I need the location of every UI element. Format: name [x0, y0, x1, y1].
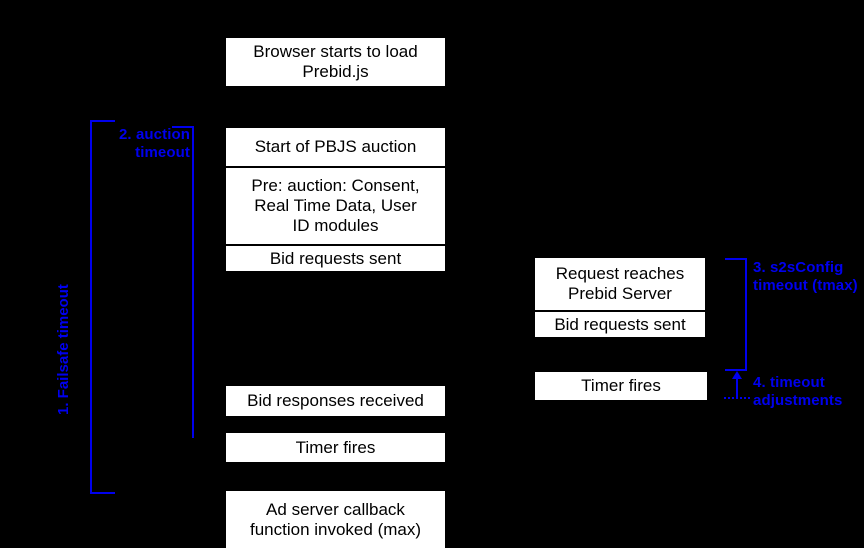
box-bid-requests-sent: Bid requests sent: [226, 244, 445, 271]
auction-bracket-top-tick: [172, 126, 194, 128]
label-timeout-adjustments: 4. timeout adjustments: [753, 374, 843, 409]
box-browser-load: Browser starts to load Prebid.js: [226, 38, 445, 86]
box-bid-responses-received: Bid responses received: [226, 386, 445, 416]
timeout-adjustments-arrowhead-icon: [732, 371, 742, 379]
s2sconfig-bracket-top-tick: [725, 258, 747, 260]
failsafe-bracket-spine: [90, 120, 92, 494]
box-request-reaches-prebid-server: Request reaches Prebid Server: [535, 258, 705, 310]
box-pbjs-auction-start: Start of PBJS auction: [226, 128, 445, 166]
box-pre-auction-modules: Pre: auction: Consent, Real Time Data, U…: [226, 166, 445, 244]
label-auction-timeout: 2. auction timeout: [118, 126, 190, 161]
timeout-adjustments-baseline: [724, 397, 750, 399]
label-failsafe-timeout: 1. Failsafe timeout: [55, 284, 72, 415]
s2sconfig-bracket-bottom-tick: [725, 369, 747, 371]
box-timer-fires-server: Timer fires: [535, 372, 707, 400]
box-ad-server-callback: Ad server callback function invoked (max…: [226, 491, 445, 548]
timeout-adjustments-arrow-shaft: [736, 378, 738, 398]
label-s2sconfig-timeout: 3. s2sConfig timeout (tmax): [753, 259, 858, 294]
box-server-bid-requests-sent: Bid requests sent: [535, 310, 705, 337]
s2sconfig-bracket-spine: [745, 258, 747, 371]
failsafe-bracket-top-tick: [90, 120, 115, 122]
auction-bracket-spine: [192, 126, 194, 438]
box-timer-fires-client: Timer fires: [226, 433, 445, 462]
failsafe-bracket-bottom-tick: [90, 492, 115, 494]
